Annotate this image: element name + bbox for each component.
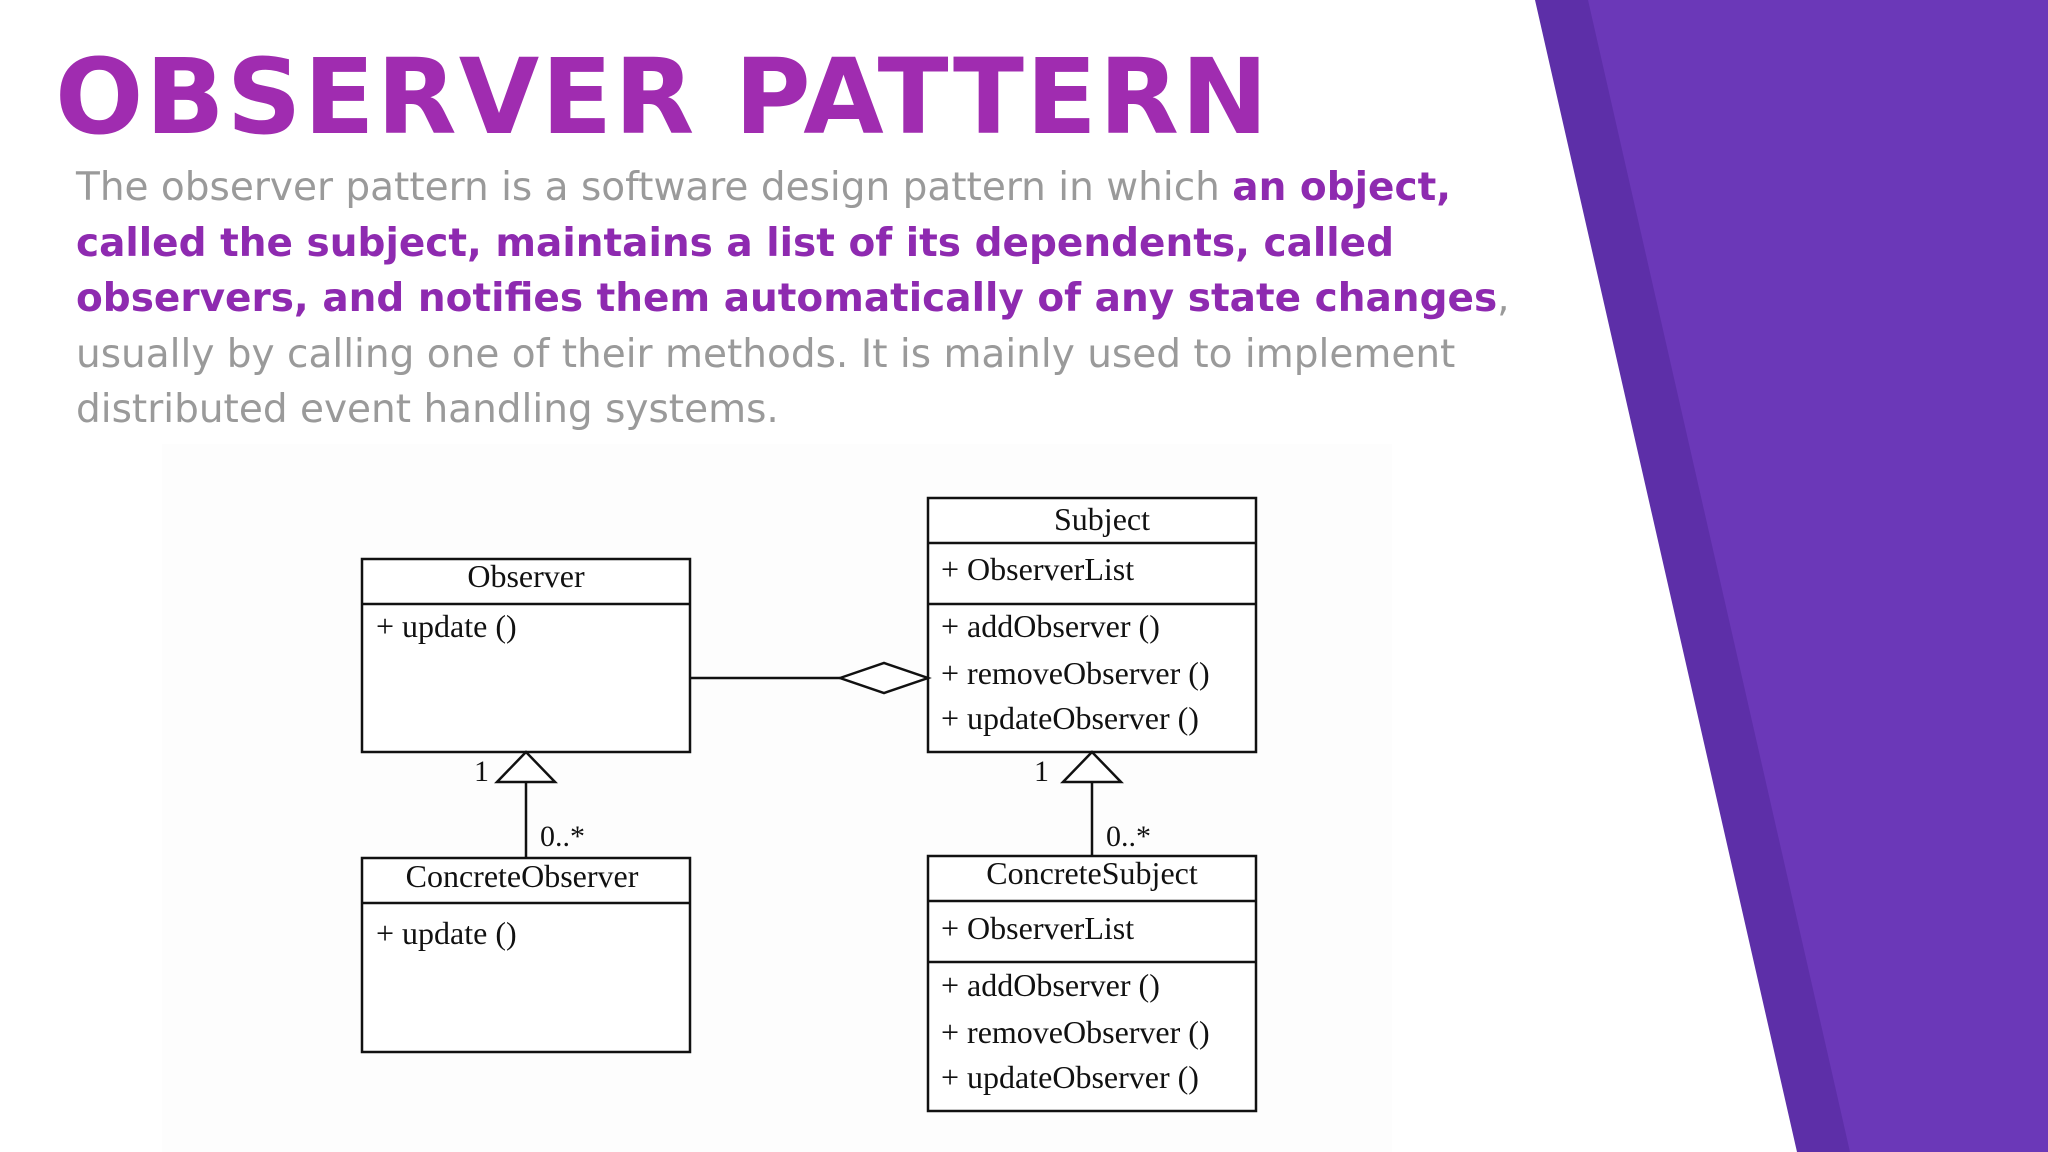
aggregation-association xyxy=(690,661,932,695)
subject-multiplicity-child: 0..* xyxy=(1106,820,1151,853)
observer-multiplicity-parent: 1 xyxy=(474,755,489,788)
description-text-end: , usually by calling one of their method… xyxy=(76,276,1510,432)
concrete-observer-op-update: + update () xyxy=(376,915,517,951)
observer-generalization: 1 0..* xyxy=(474,750,585,858)
description-highlight: an object, called the subject, maintains… xyxy=(76,165,1498,321)
slide-title: OBSERVER PATTERN xyxy=(55,36,1271,158)
concrete-subject-attr-observerlist: + ObserverList xyxy=(941,910,1134,946)
subject-op-addobserver: + addObserver () xyxy=(941,608,1160,644)
observer-class-name: Observer xyxy=(467,558,585,594)
description-text-start: The observer pattern is a software desig… xyxy=(76,165,1233,210)
observer-multiplicity-child: 0..* xyxy=(540,820,585,853)
observer-op-update: + update () xyxy=(376,608,517,644)
subject-multiplicity-parent: 1 xyxy=(1034,755,1049,788)
subject-generalization: 1 0..* xyxy=(1034,750,1151,856)
concrete-subject-op-removeobserver: + removeObserver () xyxy=(941,1014,1210,1050)
concrete-subject-class-name: ConcreteSubject xyxy=(986,855,1198,891)
purple-band xyxy=(1588,0,2048,1152)
subject-generalization-arrow xyxy=(1060,750,1124,784)
concrete-observer-class: ConcreteObserver + update () xyxy=(360,856,692,1054)
subject-class-name: Subject xyxy=(1054,501,1150,537)
concrete-observer-class-box xyxy=(360,856,692,1054)
description-paragraph: The observer pattern is a software desig… xyxy=(76,160,1556,438)
concrete-subject-op-updateobserver: + updateObserver () xyxy=(941,1059,1199,1095)
subject-attr-observerlist: + ObserverList xyxy=(941,551,1134,587)
subject-class-box xyxy=(926,496,1258,754)
subject-class: Subject + ObserverList + addObserver () … xyxy=(926,496,1258,754)
observer-generalization-arrow xyxy=(494,750,558,784)
uml-class-diagram: Observer + update () Subject + ObserverL… xyxy=(360,496,1258,1113)
concrete-subject-op-addobserver: + addObserver () xyxy=(941,967,1160,1003)
subject-op-updateobserver: + updateObserver () xyxy=(941,700,1199,736)
aggregation-diamond xyxy=(836,661,932,695)
observer-class: Observer + update () xyxy=(360,557,692,754)
concrete-subject-class: ConcreteSubject + ObserverList + addObse… xyxy=(926,854,1258,1113)
concrete-subject-class-box xyxy=(926,854,1258,1113)
concrete-observer-class-name: ConcreteObserver xyxy=(406,858,639,894)
subject-op-removeobserver: + removeObserver () xyxy=(941,655,1210,691)
purple-band-dark-edge xyxy=(1535,0,1852,1152)
